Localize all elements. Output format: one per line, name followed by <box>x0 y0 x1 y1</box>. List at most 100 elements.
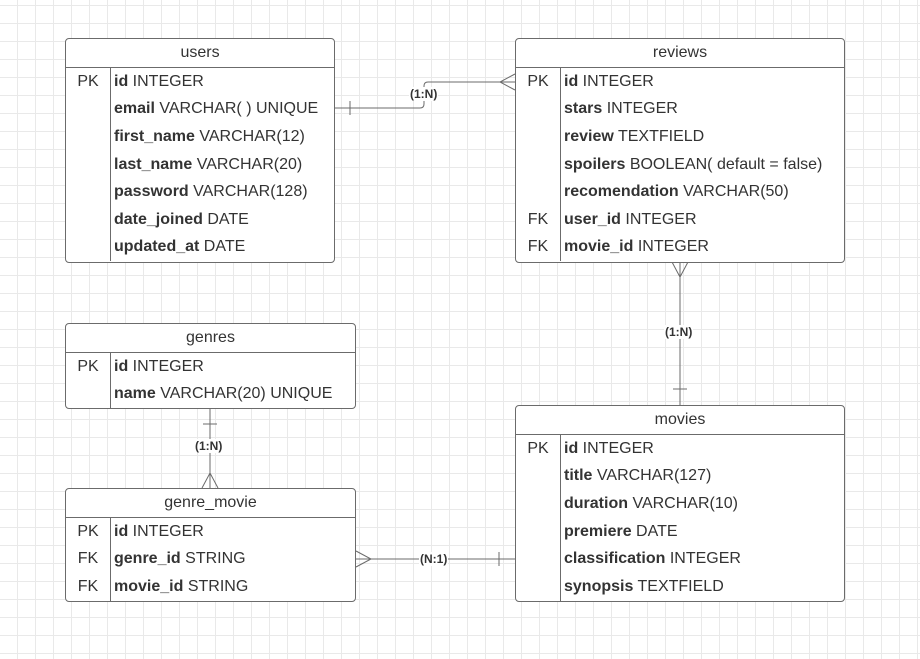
field-type: STRING <box>185 550 246 568</box>
field-name: movie_id <box>564 238 634 256</box>
field-type: INTEGER <box>637 238 709 256</box>
field-type: INTEGER <box>606 100 678 118</box>
relationship-label-reviews-movies: (1:N) <box>664 325 694 339</box>
field-type: DATE <box>207 210 249 228</box>
field-type: BOOLEAN( default = false) <box>629 155 823 173</box>
field-type: TEXTFIELD <box>617 127 705 145</box>
field-type: INTEGER <box>625 210 697 228</box>
entity-title: reviews <box>516 39 844 68</box>
crowfoot-reviews-movies <box>671 261 689 279</box>
entity-fields: PK id INTEGER name VARCHAR(20) UNIQUE <box>66 353 355 408</box>
field-type: VARCHAR(128) <box>193 183 308 201</box>
field-name: id <box>564 439 579 457</box>
crowfoot-genre-movie-top <box>201 471 219 489</box>
entity-row[interactable]: title VARCHAR(127) <box>516 463 844 491</box>
crowfoot-genre-movie-right <box>355 550 373 568</box>
key-marker: FK <box>77 550 99 568</box>
field-name: id <box>114 357 129 375</box>
entity-row[interactable]: synopsis TEXTFIELD <box>516 573 844 601</box>
field-name: user_id <box>564 210 621 228</box>
entity-row[interactable]: password VARCHAR(128) <box>66 178 334 206</box>
field-name: spoilers <box>564 155 626 173</box>
entity-row[interactable]: classification INTEGER <box>516 545 844 573</box>
field-name: updated_at <box>114 238 200 256</box>
field-type: INTEGER <box>582 72 654 90</box>
entity-row[interactable]: updated_at DATE <box>66 234 334 262</box>
key-marker: PK <box>77 522 99 540</box>
field-name: stars <box>564 100 603 118</box>
field-type: VARCHAR(50) <box>683 183 789 201</box>
field-name: last_name <box>114 155 193 173</box>
relationship-label-users-reviews: (1:N) <box>409 87 439 101</box>
entity-row[interactable]: duration VARCHAR(10) <box>516 490 844 518</box>
entity-row[interactable]: PK id INTEGER <box>66 353 355 381</box>
crowfoot-reviews-users <box>498 73 516 91</box>
entity-row[interactable]: stars INTEGER <box>516 96 844 124</box>
field-type: VARCHAR(127) <box>596 467 712 485</box>
field-name: date_joined <box>114 210 203 228</box>
entity-row[interactable]: date_joined DATE <box>66 206 334 234</box>
key-marker: PK <box>77 72 99 90</box>
field-name: movie_id <box>114 577 184 595</box>
field-name: id <box>114 522 129 540</box>
field-type: INTEGER <box>132 357 204 375</box>
entity-row[interactable]: last_name VARCHAR(20) <box>66 151 334 179</box>
entity-fields: PK id INTEGER title VARCHAR(127) duration… <box>516 435 844 601</box>
field-name: classification <box>564 550 666 568</box>
field-type: TEXTFIELD <box>637 577 724 595</box>
field-type: VARCHAR(12) <box>199 127 305 145</box>
field-name: review <box>564 127 614 145</box>
field-type: DATE <box>636 522 678 540</box>
field-type: VARCHAR(10) <box>632 494 738 512</box>
entity-row[interactable]: review TEXTFIELD <box>516 123 844 151</box>
entity-row[interactable]: PK id INTEGER <box>516 435 844 463</box>
field-name: email <box>114 100 155 118</box>
key-marker: FK <box>77 577 99 595</box>
key-marker: PK <box>527 439 549 457</box>
field-type: DATE <box>203 238 246 256</box>
field-name: duration <box>564 494 628 512</box>
field-name: title <box>564 467 593 485</box>
field-type: STRING <box>187 577 249 595</box>
entity-movies[interactable]: movies PK id INTEGER title VARCHAR(127) d… <box>515 405 845 602</box>
entity-title: movies <box>516 406 844 435</box>
field-name: password <box>114 183 189 201</box>
entity-row[interactable]: spoilers BOOLEAN( default = false) <box>516 151 844 179</box>
field-type: INTEGER <box>669 550 741 568</box>
entity-row[interactable]: FK movie_id INTEGER <box>516 234 844 262</box>
key-marker: PK <box>77 357 99 375</box>
entity-row[interactable]: FK movie_id STRING <box>66 573 355 601</box>
field-name: synopsis <box>564 577 634 595</box>
entity-row[interactable]: email VARCHAR( ) UNIQUE <box>66 96 334 124</box>
entity-row[interactable]: premiere DATE <box>516 518 844 546</box>
key-marker: FK <box>527 238 549 256</box>
field-name: recomendation <box>564 183 679 201</box>
field-type: INTEGER <box>582 439 654 457</box>
entity-row[interactable]: name VARCHAR(20) UNIQUE <box>66 381 355 408</box>
entity-row[interactable]: FK user_id INTEGER <box>516 206 844 234</box>
entity-row[interactable]: recomendation VARCHAR(50) <box>516 178 844 206</box>
entity-row[interactable]: first_name VARCHAR(12) <box>66 123 334 151</box>
entity-title: users <box>66 39 334 68</box>
field-name: premiere <box>564 522 632 540</box>
relationship-label-genres-genre-movie: (1:N) <box>194 439 224 453</box>
entity-title: genre_movie <box>66 489 355 518</box>
field-name: first_name <box>114 127 195 145</box>
field-type: VARCHAR(20) UNIQUE <box>160 385 333 403</box>
key-marker: FK <box>527 210 549 228</box>
field-type: VARCHAR(20) <box>196 155 303 173</box>
relationship-label-genre-movie-movies: (N:1) <box>419 552 449 566</box>
key-marker: PK <box>527 72 549 90</box>
field-name: id <box>114 72 129 90</box>
